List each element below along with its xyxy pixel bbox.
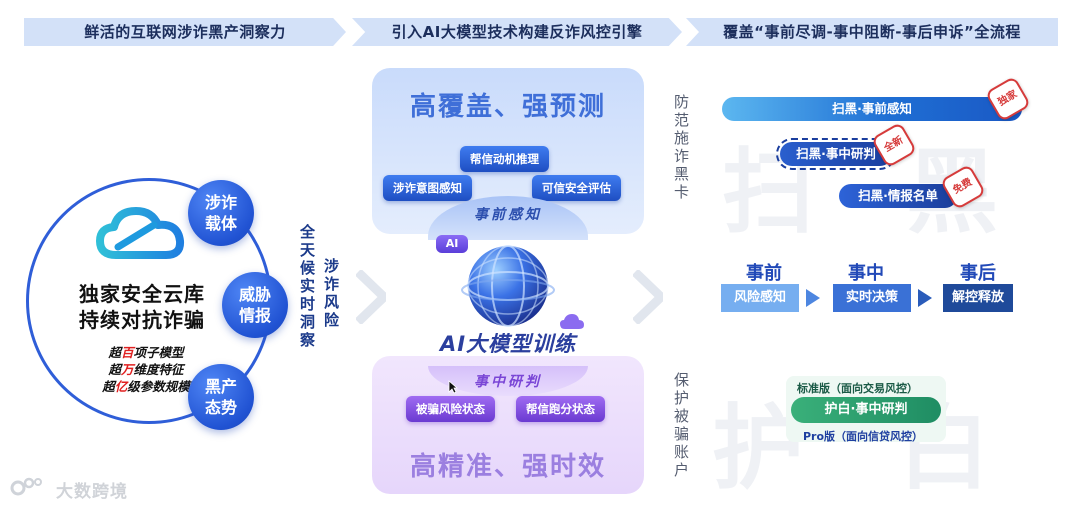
brand-logo-text: 大数跨境 [56,482,128,502]
main-title-line1: 独家安全云库 [79,282,205,306]
vertical-realtime-insight: 全天候实时洞察 [298,224,316,350]
ai-badge: AI [436,235,468,253]
logo-icon [10,477,42,496]
feature-dimensions: 超万维度特征 [108,362,184,377]
vertical-fraud-risk: 涉诈风险 [322,258,340,330]
stage-box-risk-perception: 风险感知 [721,284,799,312]
sweep-pre-perception-bar: 扫黑·事前感知 [722,97,1022,121]
header-ai-engine: 引入AI大模型技术构建反诈风控引擎 [352,18,682,46]
arrow-right-icon [806,289,820,307]
feature-parameters: 超亿级参数规模 [102,379,190,394]
sweep-intel-list-bar: 扫黑·情报名单 [839,184,957,208]
cloud-icon [560,314,584,329]
protect-white-pill: 护白·事中研判 [791,397,941,423]
sweep-in-process-bar: 扫黑·事中研判 [776,138,896,170]
main-title-line2: 持续对抗诈骗 [79,308,205,332]
watermark-sweep: 扫 [722,139,815,246]
stage-box-realtime-decision: 实时决策 [833,284,911,312]
standard-version-label: 标准版（面向交易风控） [797,382,918,395]
pill-trust-assessment: 可信安全评估 [532,175,621,201]
vertical-prevent-black-cards: 防范施诈黑卡 [672,94,690,202]
pro-version-label: Pro版（面向信贷风控） [803,430,924,443]
stage-box-release: 解控释放 [943,284,1013,312]
bubble-threat-intel: 威胁 情报 [222,272,288,338]
pill-intent-perception: 涉诈意图感知 [383,175,472,201]
header-full-process: 覆盖“事前尽调-事中阻断-事后申诉”全流程 [686,18,1058,46]
vertical-protect-accounts: 保护被骗账户 [672,372,690,480]
pill-motive-reasoning: 帮信动机推理 [460,146,549,172]
header-insight: 鲜活的互联网涉诈黑产洞察力 [24,18,346,46]
stage-title-post: 事后 [960,263,996,284]
stage-title-pre: 事前 [746,263,782,284]
cursor-icon [448,380,458,394]
panel-title-precision: 高精准、强时效 [409,452,606,482]
bubble-fraud-carrier: 涉诈 载体 [188,180,254,246]
chevron-right-icon [356,270,386,324]
chevron-right-icon [633,270,663,324]
panel-title-coverage: 高覆盖、强预测 [409,92,606,122]
globe-icon [461,245,555,327]
feature-submodels: 超百项子模型 [108,345,184,360]
bubble-black-market: 黑产 态势 [188,364,254,430]
pill-victim-risk-state: 被骗风险状态 [406,396,495,422]
ai-model-training-label: AI大模型训练 [439,332,577,356]
arrow-right-icon [918,289,932,307]
stage-title-during: 事中 [848,263,884,284]
cloud-icon [96,207,185,259]
pill-money-mule-state: 帮信跑分状态 [516,396,605,422]
